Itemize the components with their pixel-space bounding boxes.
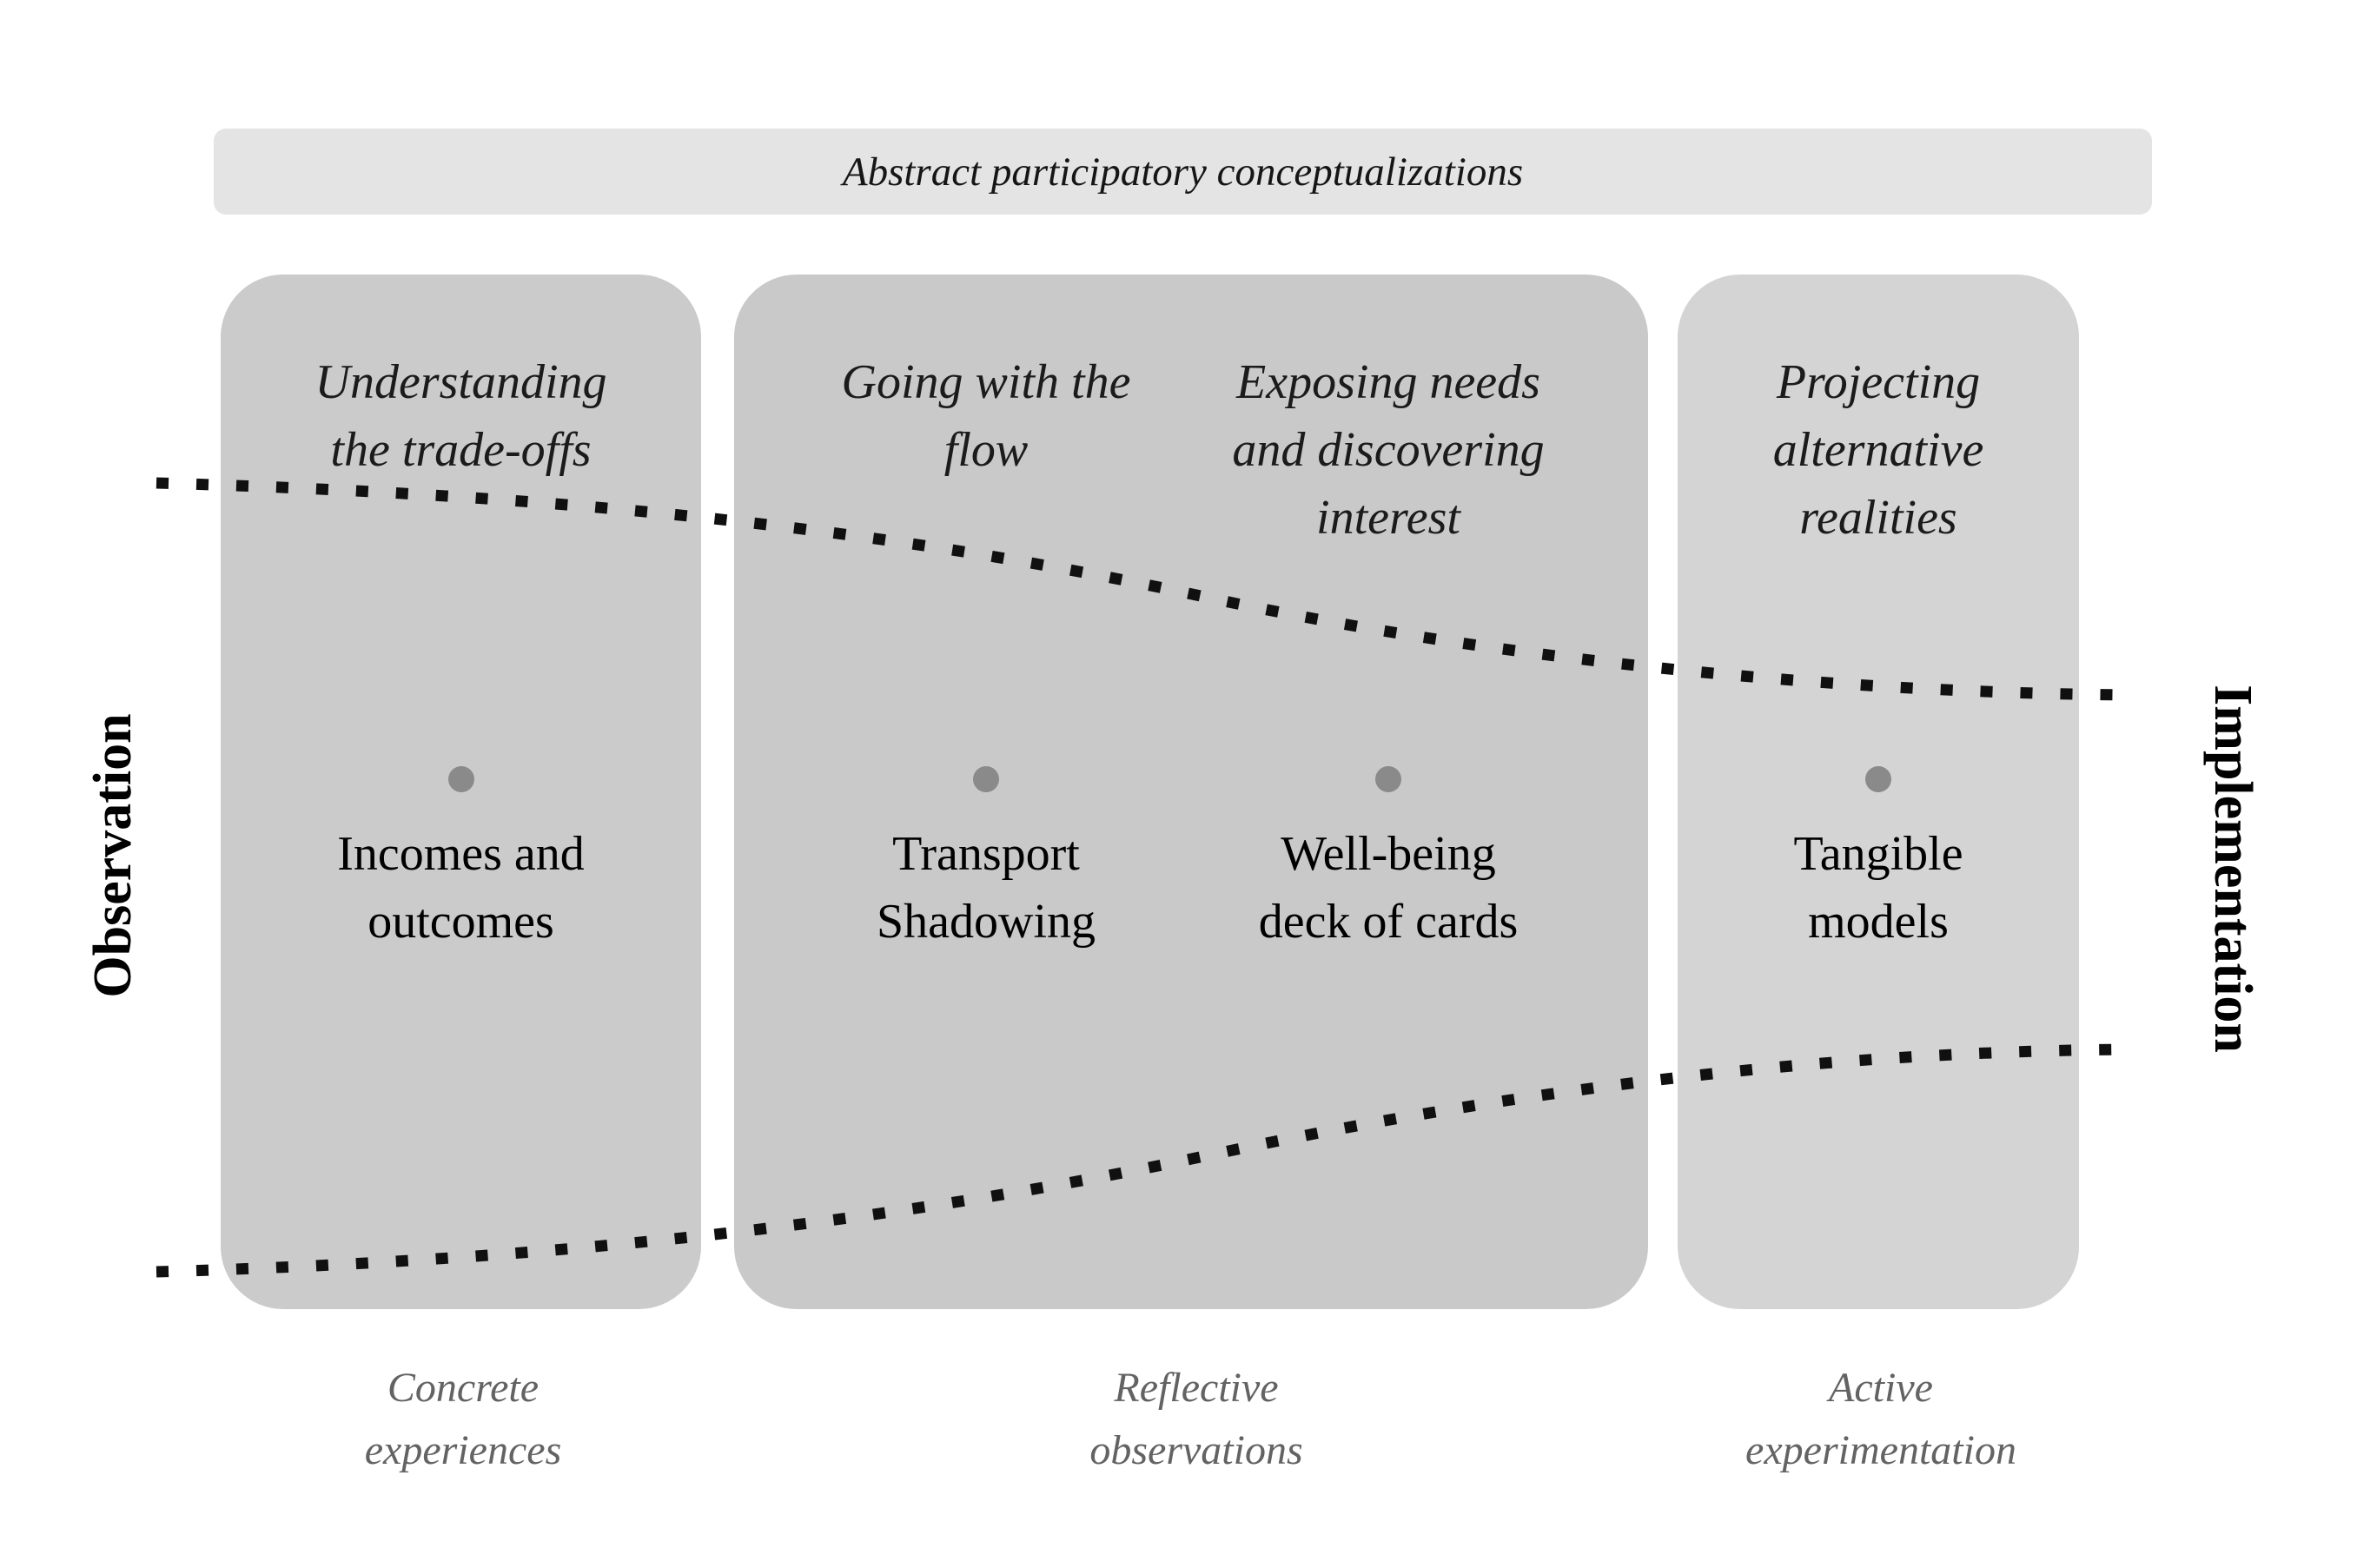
method-group-trade-offs: Understanding the trade-offs Incomes and… — [221, 275, 701, 1309]
header-line: realities — [1799, 491, 1957, 545]
stage-label-line: experiences — [364, 1427, 562, 1473]
observation-axis-label: Observation — [78, 595, 148, 1116]
abstract-conceptualizations-banner: Abstract participatory conceptualization… — [214, 129, 2152, 215]
banner-label: Abstract participatory conceptualization… — [842, 149, 1524, 195]
stage-label-concrete-experiences: Concrete experiences — [202, 1357, 724, 1482]
method-header-exposing-needs: Exposing needs and discovering interest — [1180, 348, 1597, 552]
method-group-exposing-needs: Exposing needs and discovering interest … — [1180, 275, 1597, 1309]
method-header-going-with-flow: Going with the flow — [778, 348, 1195, 484]
header-line: Projecting — [1776, 355, 1981, 409]
observation-axis-text: Observation — [83, 713, 142, 998]
method-group-projecting-realities: Projecting alternative realities Tangibl… — [1678, 275, 2079, 1309]
item-line: Incomes and — [337, 827, 585, 881]
header-line: and discovering — [1232, 423, 1545, 477]
header-line: Going with the — [841, 355, 1131, 409]
header-line: Understanding — [314, 355, 607, 409]
header-line: alternative — [1772, 423, 1984, 477]
item-line: models — [1808, 895, 1949, 949]
method-label-transport-shadowing: Transport Shadowing — [778, 820, 1195, 956]
method-label-incomes-outcomes: Incomes and outcomes — [221, 820, 701, 956]
implementation-axis-text: Implementation — [2203, 685, 2263, 1053]
item-line: deck of cards — [1258, 895, 1519, 949]
method-header-trade-offs: Understanding the trade-offs — [221, 348, 701, 484]
header-line: flow — [943, 423, 1029, 477]
header-line: interest — [1316, 491, 1460, 545]
item-line: Tangible — [1793, 827, 1963, 881]
method-group-going-with-flow: Going with the flow Transport Shadowing — [778, 275, 1195, 1309]
stage-label-reflective-observations: Reflective observations — [892, 1357, 1500, 1482]
bullet-icon — [1375, 766, 1401, 792]
header-line: Exposing needs — [1236, 355, 1540, 409]
header-line: the trade-offs — [330, 423, 592, 477]
stage-label-line: observations — [1089, 1427, 1303, 1473]
bullet-icon — [447, 766, 474, 792]
bullet-icon — [1865, 766, 1891, 792]
method-label-tangible-models: Tangible models — [1678, 820, 2079, 956]
stage-label-line: Concrete — [387, 1365, 540, 1411]
stage-label-active-experimentation: Active experimentation — [1577, 1357, 2185, 1482]
item-line: outcomes — [367, 895, 554, 949]
stage-label-line: experimentation — [1745, 1427, 2016, 1473]
stage-label-line: Reflective — [1114, 1365, 1279, 1411]
item-line: Transport — [892, 827, 1080, 881]
item-line: Well-being — [1281, 827, 1496, 881]
implementation-axis-label: Implementation — [2198, 608, 2268, 1129]
item-line: Shadowing — [877, 895, 1096, 949]
method-label-wellbeing-cards: Well-being deck of cards — [1180, 820, 1597, 956]
stage-label-line: Active — [1829, 1365, 1933, 1411]
bullet-icon — [973, 766, 999, 792]
method-header-projecting-realities: Projecting alternative realities — [1678, 348, 2079, 552]
